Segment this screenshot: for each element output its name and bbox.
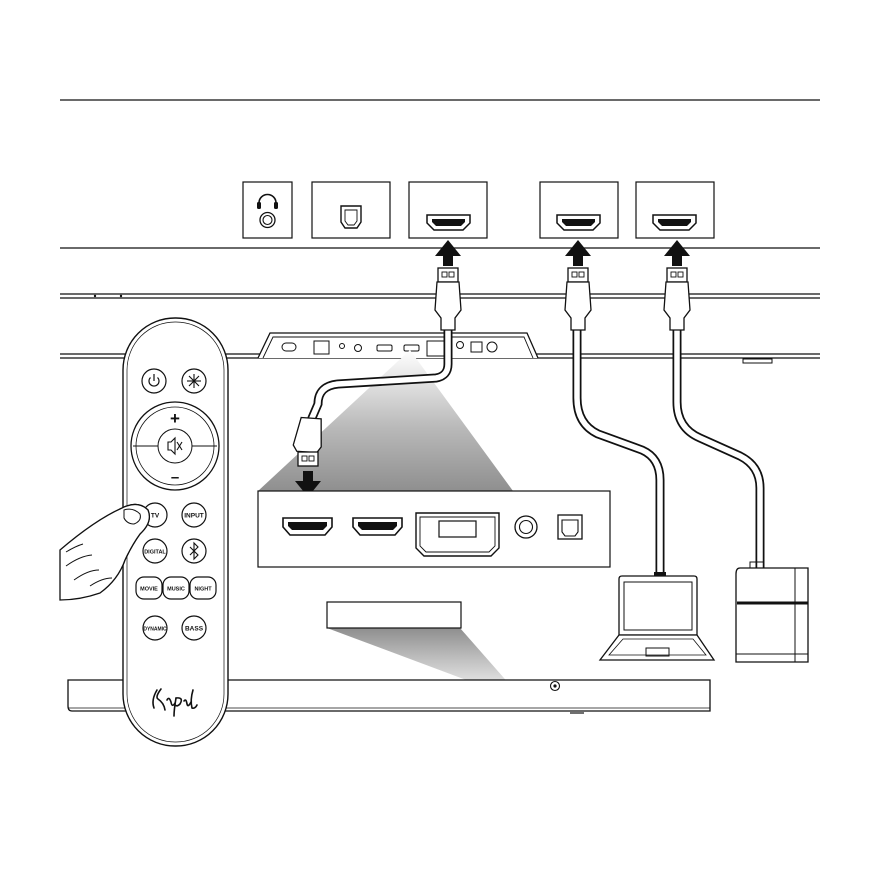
remote-night-button[interactable]: NIGHT: [190, 577, 216, 599]
hdmi-plug-hdmi-2: [664, 268, 690, 330]
tv-port-headphone[interactable]: [243, 182, 292, 238]
remote-input-button[interactable]: INPUT: [182, 503, 206, 527]
svg-text:MUSIC: MUSIC: [167, 587, 185, 593]
brightness-icon: [187, 374, 201, 388]
svg-text:INPUT: INPUT: [184, 513, 204, 520]
remote-volume-down-label[interactable]: –: [171, 469, 179, 486]
tv-port-optical[interactable]: [312, 182, 390, 238]
port-zoom-projection: [258, 350, 513, 491]
svg-text:DIGITAL: DIGITAL: [144, 550, 166, 556]
arrow-up-hdmi-2: [664, 240, 690, 266]
svg-text:TV: TV: [151, 513, 160, 520]
svg-text:BASS: BASS: [185, 626, 204, 633]
arrow-up-arc: [435, 240, 461, 266]
tv-port-hdmi-2[interactable]: [636, 182, 714, 238]
hdmi-plug-arc: [435, 268, 461, 330]
hdmi-plug-soundbar: [293, 417, 323, 466]
remote-volume-up-label[interactable]: +: [170, 409, 180, 428]
remote-power-button[interactable]: [142, 369, 166, 393]
remote-light-button[interactable]: [182, 369, 206, 393]
tv-port-hdmi-arc[interactable]: [409, 182, 487, 238]
remote-bass-button[interactable]: BASS: [182, 616, 206, 640]
soundbar-front-callout-box: [327, 602, 461, 628]
remote-music-button[interactable]: MUSIC: [163, 577, 189, 599]
remote-movie-button[interactable]: MOVIE: [136, 577, 162, 599]
hdmi-plug-hdmi-1: [565, 268, 591, 330]
laptop-icon: [600, 572, 714, 660]
arrow-up-hdmi-1: [565, 240, 591, 266]
svg-text:NIGHT: NIGHT: [194, 587, 212, 593]
remote-dynamic-button[interactable]: DYNAMIC: [143, 616, 167, 640]
game-console-icon: [736, 562, 808, 662]
tv-port-hdmi-1[interactable]: [540, 182, 618, 238]
remote-bluetooth-button[interactable]: [182, 539, 206, 563]
remote-digital-button[interactable]: DIGITAL: [143, 539, 167, 563]
svg-text:MOVIE: MOVIE: [140, 587, 158, 593]
svg-text:DYNAMIC: DYNAMIC: [143, 627, 167, 633]
soundbar-port-panel: [258, 491, 610, 567]
